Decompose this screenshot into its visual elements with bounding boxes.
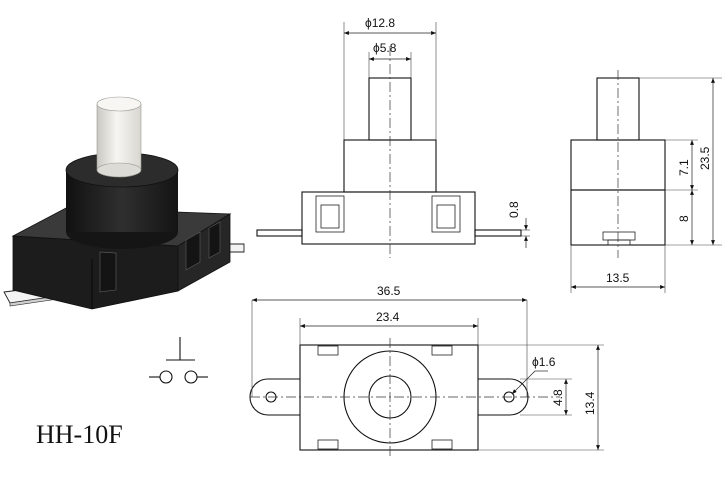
dim-tab-width: 4.8: [551, 389, 565, 406]
switch-symbol: [149, 337, 208, 384]
side-view: [570, 70, 722, 293]
plunger: [96, 103, 142, 171]
product-illustration: [3, 96, 245, 310]
dim-plunger-diameter: ϕ5.8: [373, 41, 397, 55]
dim-hole-diameter: ϕ1.6: [532, 355, 556, 369]
dim-overall-height: 23.5: [698, 146, 712, 170]
top-view: [249, 298, 604, 458]
dim-cap-height: 7.1: [677, 159, 691, 176]
dim-cap-diameter: ϕ12.8: [365, 16, 395, 30]
dim-base-height: 8: [677, 215, 691, 222]
model-name: HH-10F: [36, 420, 123, 449]
dim-body-length: 23.4: [376, 310, 400, 324]
dim-side-width: 13.5: [606, 271, 630, 285]
front-view: [256, 22, 530, 258]
dim-body-width: 13.4: [583, 391, 597, 415]
dim-overall-length: 36.5: [377, 284, 401, 298]
dim-terminal-thickness: 0.8: [507, 201, 521, 218]
